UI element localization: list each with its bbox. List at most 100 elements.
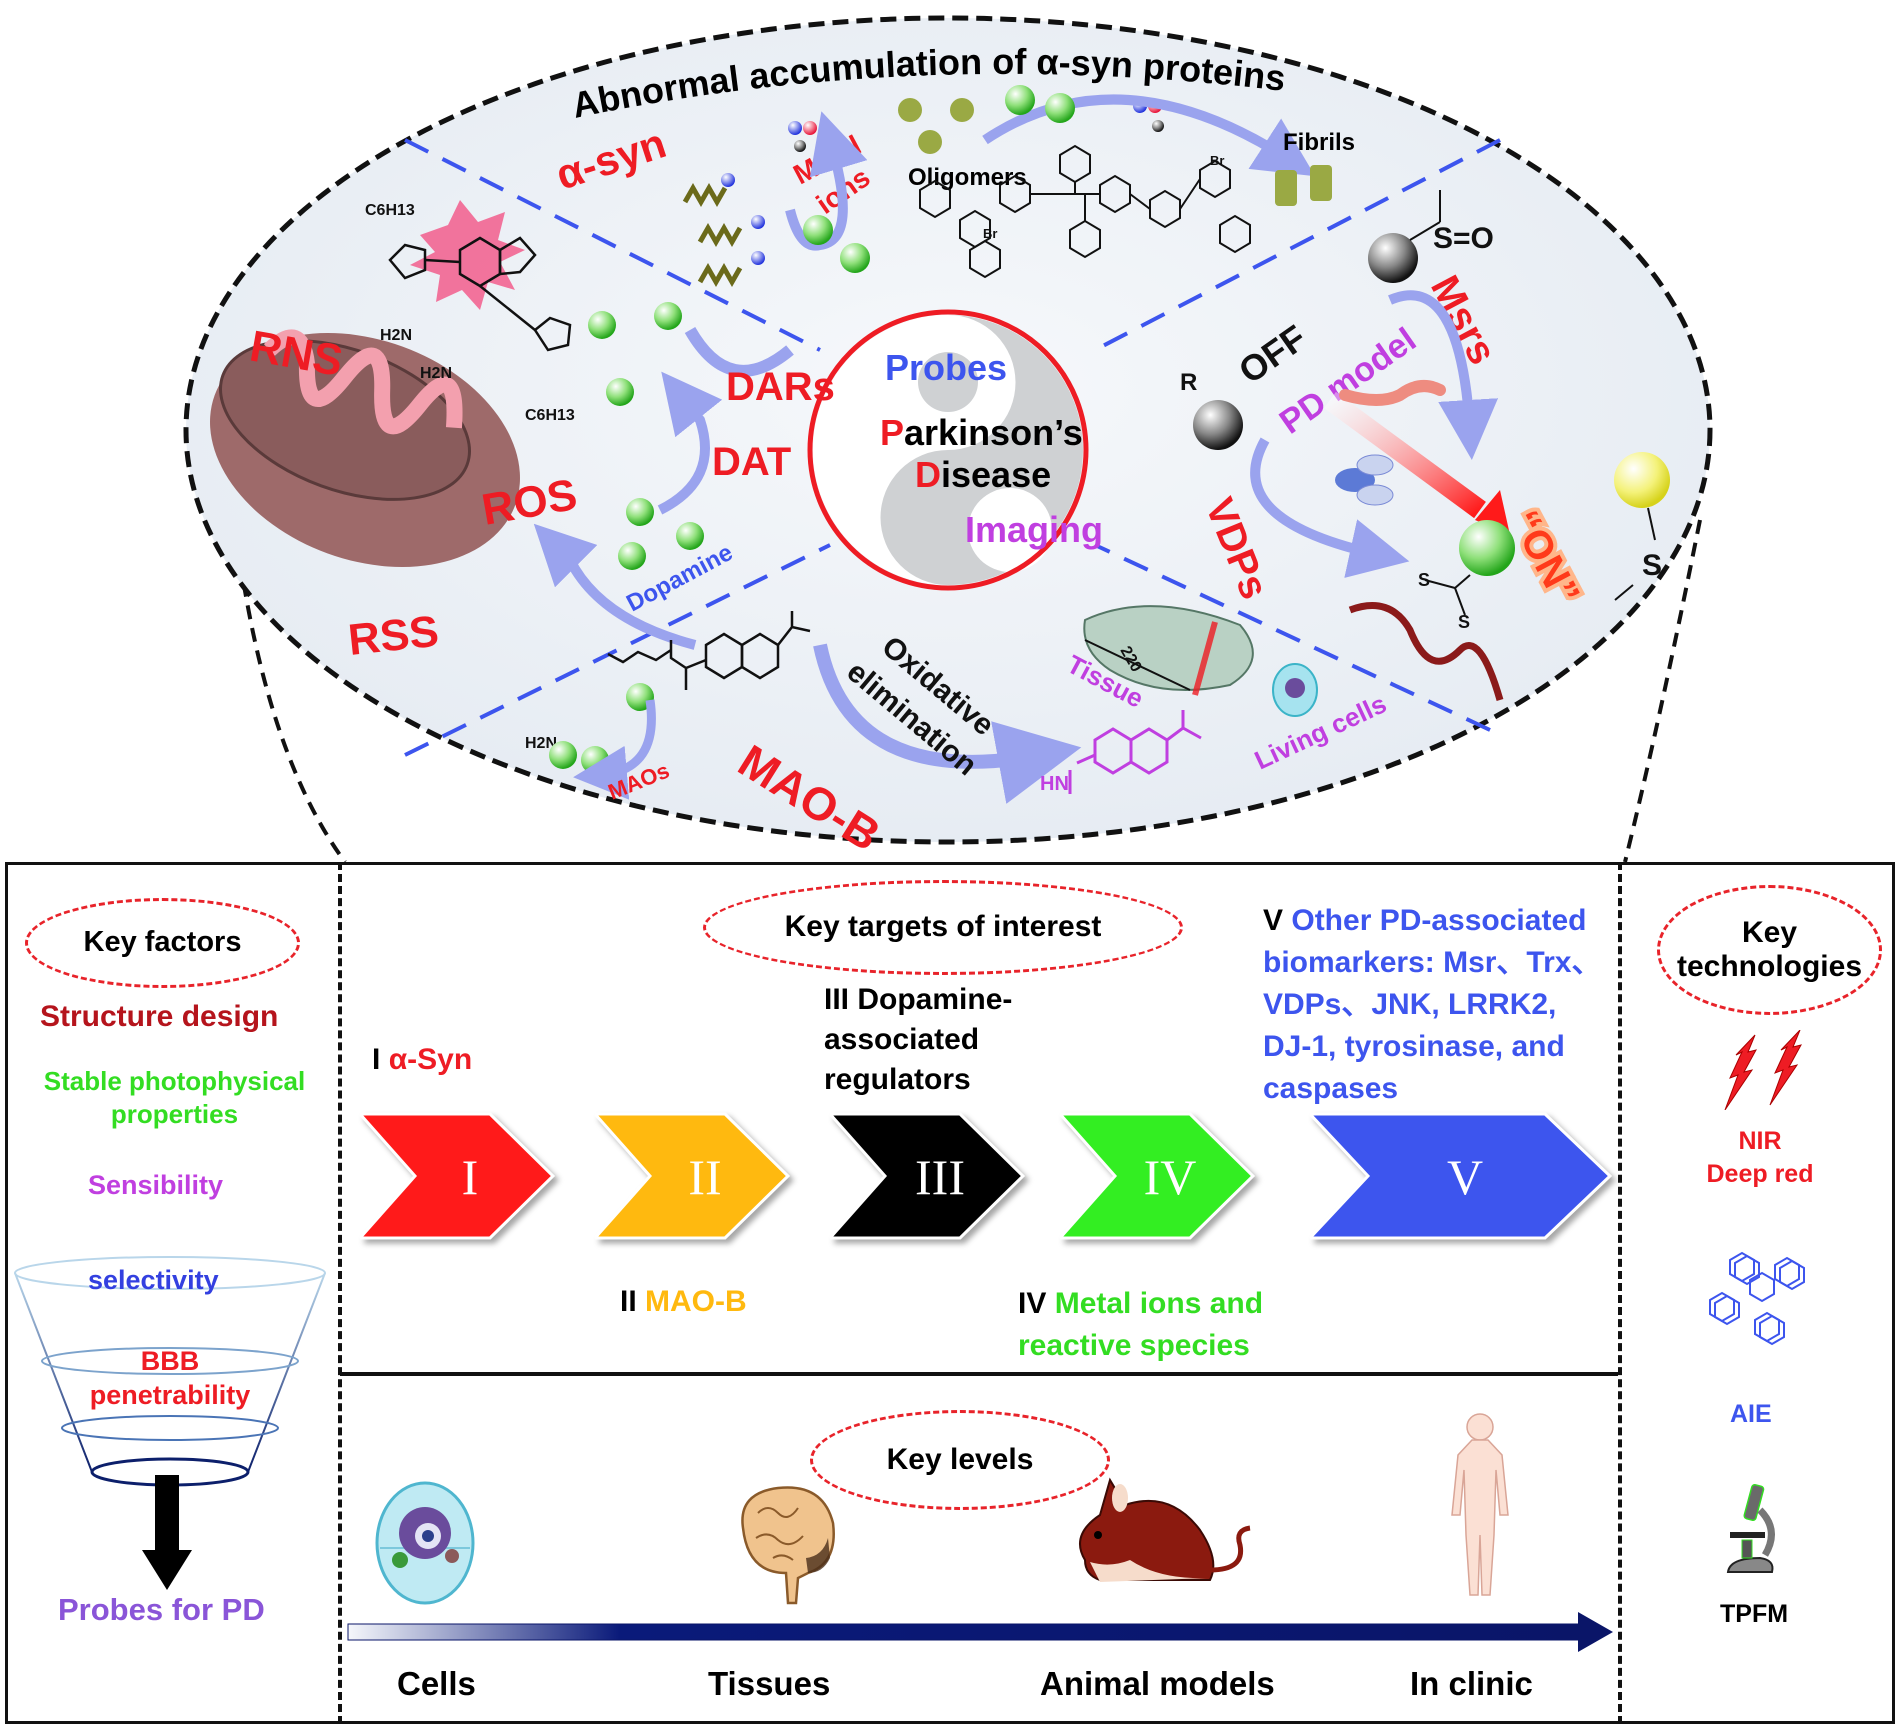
key-targets-title: Key targets of interest <box>784 910 1102 944</box>
divider-targets-levels <box>340 1372 1618 1376</box>
divider-right <box>1618 862 1622 1724</box>
factor-stable-photophysical: Stable photophysical properties <box>43 1066 306 1129</box>
filter-funnel-icon <box>14 1256 326 1590</box>
fibril-arrow <box>982 94 1316 177</box>
chevron-numeral-4: IV <box>1143 1149 1197 1205</box>
sector-dividers <box>404 138 1501 757</box>
level-cells: Cells <box>397 1665 476 1702</box>
center-ring <box>807 309 1089 591</box>
target-label-2: II MAO-B <box>620 1285 747 1318</box>
key-levels-oval: Key levels <box>810 1410 1110 1510</box>
label-dars: DARs <box>726 365 835 409</box>
label-fibrils: Fibrils <box>1283 129 1355 156</box>
chevron-numeral-2: II <box>688 1149 722 1205</box>
zoom-connector-right <box>1623 519 1702 863</box>
key-levels-title: Key levels <box>886 1442 1034 1476</box>
oligomer-clusters <box>898 98 974 154</box>
level-tissues: Tissues <box>708 1665 831 1702</box>
key-technologies-title-2: technologies <box>1676 950 1863 983</box>
target-label-4: IV Metal ions and reactive species <box>1018 1287 1264 1362</box>
bottom-panel-frame <box>5 862 1895 1724</box>
factor-sensibility: Sensibility <box>88 1170 224 1200</box>
microscope-icon <box>1726 1483 1775 1573</box>
key-factors-oval: Key factors <box>25 898 300 988</box>
pd-overview-ellipse: Abnormal accumulation of α-syn proteins … <box>183 15 1713 864</box>
zoom-connector-left <box>238 559 347 864</box>
green-balls-dopamine <box>588 302 704 570</box>
label-c6h13-bottom: C6H13 <box>525 407 575 424</box>
probes-for-pd: Probes for PD <box>58 1592 265 1627</box>
label-r: R <box>1180 369 1197 396</box>
fluorophore-product-structure <box>1068 710 1202 794</box>
chevron-target-5 <box>1310 1112 1613 1240</box>
key-technologies-oval: Key technologies <box>1657 885 1882 1015</box>
svg-text:S: S <box>1418 570 1430 590</box>
level-in-clinic: In clinic <box>1410 1665 1533 1702</box>
thioether-label: S <box>1642 549 1662 582</box>
lightning-icon <box>1724 1030 1802 1110</box>
probe-ball-sulfoxide <box>1368 233 1418 283</box>
metal-ion-arrow <box>785 111 868 251</box>
alpha-syn-heads <box>721 173 765 265</box>
alpha-syn-chains <box>682 182 743 288</box>
tissue-slice-icon <box>1083 605 1254 696</box>
label-h2n-1: H2N <box>380 327 412 344</box>
fly-icon <box>1335 454 1394 506</box>
dithiane-structure: SS <box>1348 570 1504 701</box>
tpe-molecule-structure <box>919 144 1251 279</box>
aie-molecule-icon <box>1709 1251 1805 1346</box>
fibril-bundles <box>1275 165 1332 206</box>
thioether-bonds <box>1614 507 1656 601</box>
living-cell-icon <box>1272 663 1318 717</box>
chevron-numeral-3: III <box>915 1149 965 1205</box>
oxidative-elimination-arrow <box>813 643 1082 804</box>
label-dat: DAT <box>712 440 791 484</box>
cell-icon <box>375 1481 475 1605</box>
level-animal-models: Animal models <box>1040 1665 1275 1702</box>
chevron-target-1 <box>360 1112 556 1240</box>
label-br-left: Br <box>983 226 997 241</box>
chevron-target-3 <box>830 1112 1026 1240</box>
center-parkinsons: Parkinson’s <box>880 412 1083 453</box>
factor-selectivity: selectivity <box>88 1265 219 1295</box>
on-transition-arrow <box>1324 391 1486 519</box>
btd-molecule-structure <box>388 236 572 352</box>
brain-icon <box>741 1486 835 1605</box>
mitochondrion-icon <box>210 329 520 567</box>
chevron-numeral-5: V <box>1446 1149 1484 1205</box>
ros-arrow <box>533 523 697 650</box>
center-probes: Probes <box>885 347 1007 388</box>
tech-aie: AIE <box>1730 1400 1772 1428</box>
target-label-1: I α-Syn <box>372 1043 473 1076</box>
key-targets-oval: Key targets of interest <box>703 880 1183 975</box>
target-label-3: III Dopamine- associated regulators <box>824 983 1013 1096</box>
label-h2n-mao: H2N <box>525 735 557 752</box>
probe-ball-yellow <box>1614 452 1670 508</box>
chevron-target-2 <box>595 1112 791 1240</box>
label-oligomers: Oligomers <box>908 164 1027 191</box>
dars-arrow <box>684 326 794 377</box>
maos-arrow <box>573 699 656 800</box>
msrs-arrow <box>1388 290 1499 460</box>
sulfoxide-bonds <box>1409 190 1441 241</box>
label-h2n-2: H2N <box>420 365 452 382</box>
tech-nir-deep-red: NIR Deep red <box>1706 1127 1814 1188</box>
tech-tpfm: TPFM <box>1720 1600 1789 1628</box>
depth-measure-line <box>1084 639 1191 691</box>
key-technologies-title-1: Key <box>1741 915 1798 949</box>
green-balls-syn <box>803 85 1075 273</box>
fluorophore-burst <box>410 200 525 310</box>
vdps-arrow <box>1250 437 1410 578</box>
target-label-5: V Other PD-associated biomarkers: Msr、Tr… <box>1263 904 1602 1105</box>
chevron-target-4 <box>1060 1112 1256 1240</box>
label-c6h13-top: C6H13 <box>365 202 415 219</box>
chevron-numeral-1: I <box>461 1149 479 1205</box>
center-disease: Disease <box>915 454 1051 495</box>
progression-arrow <box>347 1612 1613 1652</box>
label-hn: HN <box>1040 773 1069 795</box>
probe-ball-off <box>1193 400 1243 450</box>
mouse-icon <box>1079 1477 1251 1582</box>
divider-left <box>338 862 342 1724</box>
sulfoxide-label: S=O <box>1433 222 1494 255</box>
dat-arrow <box>657 371 723 515</box>
